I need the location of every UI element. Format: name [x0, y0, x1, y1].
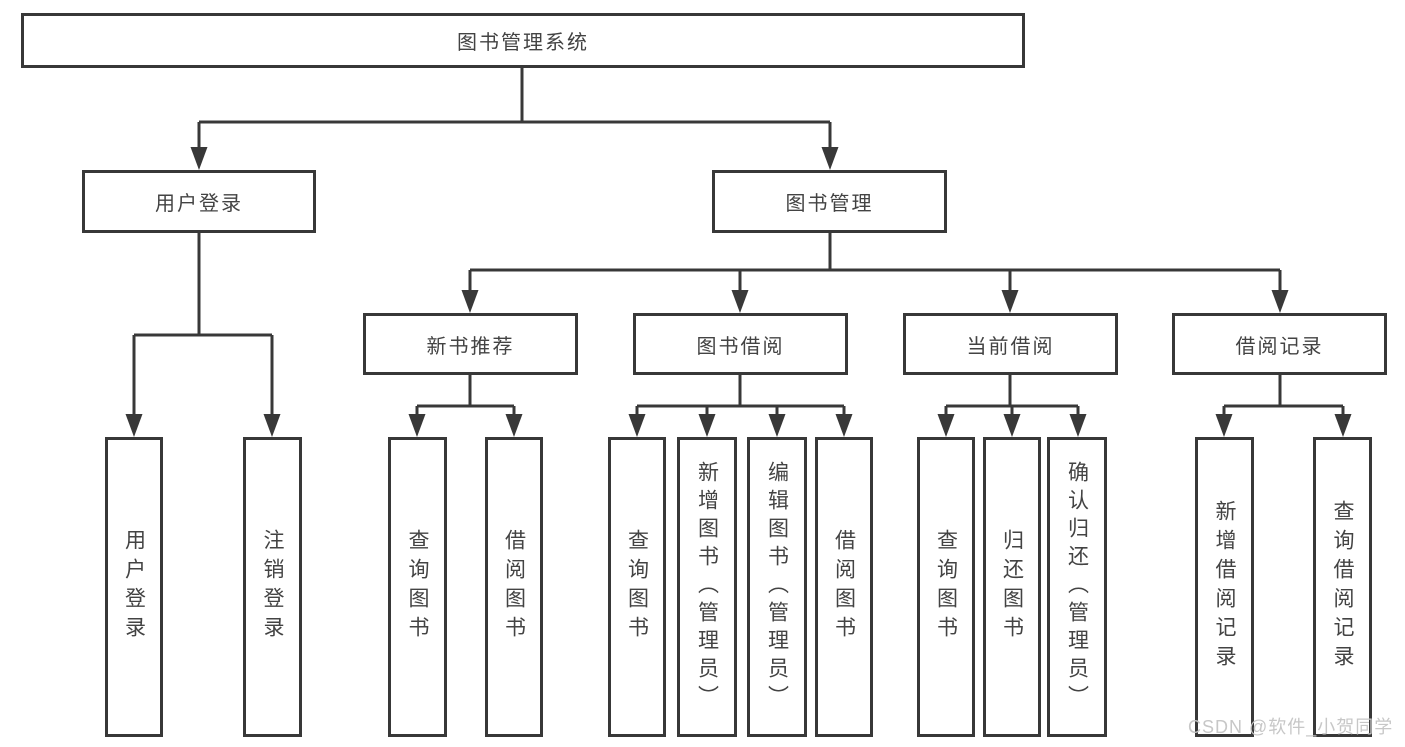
leaf-borrowing-edit-books-admin: 编辑图书（管理员） [747, 437, 807, 737]
leaf-label: 编辑图书（管理员） [765, 461, 789, 713]
leaf-label: 归还图书 [1000, 529, 1024, 645]
node-label: 借阅记录 [1235, 335, 1324, 358]
node-book-borrowing: 图书借阅 [633, 313, 848, 375]
leaf-label: 借阅图书 [502, 529, 526, 645]
leaf-label: 借阅图书 [832, 529, 856, 645]
leaf-recommend-borrow-books: 借阅图书 [485, 437, 543, 737]
csdn-watermark: CSDN @软件_小贺同学 [1188, 717, 1394, 737]
node-label: 用户登录 [155, 193, 243, 215]
leaf-current-query-books: 查询图书 [917, 437, 975, 737]
leaf-label: 查询借阅记录 [1331, 500, 1354, 674]
leaf-records-add-record: 新增借阅记录 [1195, 437, 1254, 737]
leaf-current-confirm-return-admin: 确认归还（管理员） [1047, 437, 1107, 737]
node-new-book-recommend: 新书推荐 [363, 313, 578, 375]
node-label: 图书管理 [785, 193, 874, 215]
node-current-borrowing: 当前借阅 [903, 313, 1118, 375]
leaf-logout: 注销登录 [243, 437, 302, 737]
node-library-management-system: 图书管理系统 [21, 13, 1025, 68]
leaf-label: 确认归还（管理员） [1065, 461, 1089, 713]
leaf-label: 新增借阅记录 [1213, 500, 1236, 674]
leaf-label: 新增图书（管理员） [695, 461, 719, 713]
leaf-borrowing-borrow-books: 借阅图书 [815, 437, 873, 737]
leaf-borrowing-query-books: 查询图书 [608, 437, 666, 737]
leaf-current-return-books: 归还图书 [983, 437, 1041, 737]
leaf-label: 查询图书 [406, 529, 429, 645]
node-book-management: 图书管理 [712, 170, 947, 233]
leaf-label: 注销登录 [261, 529, 284, 645]
node-label: 新书推荐 [426, 335, 515, 358]
leaf-records-query-record: 查询借阅记录 [1313, 437, 1372, 737]
leaf-borrowing-add-books-admin: 新增图书（管理员） [677, 437, 737, 737]
leaf-user-login: 用户登录 [105, 437, 163, 737]
leaf-label: 用户登录 [122, 529, 146, 645]
node-label: 图书管理系统 [457, 32, 589, 54]
leaf-label: 查询图书 [934, 529, 958, 645]
node-borrow-records: 借阅记录 [1172, 313, 1387, 375]
node-label: 当前借阅 [966, 335, 1055, 358]
node-user-login: 用户登录 [82, 170, 316, 233]
leaf-recommend-query-books: 查询图书 [388, 437, 447, 737]
leaf-label: 查询图书 [625, 529, 649, 645]
node-label: 图书借阅 [696, 335, 785, 358]
